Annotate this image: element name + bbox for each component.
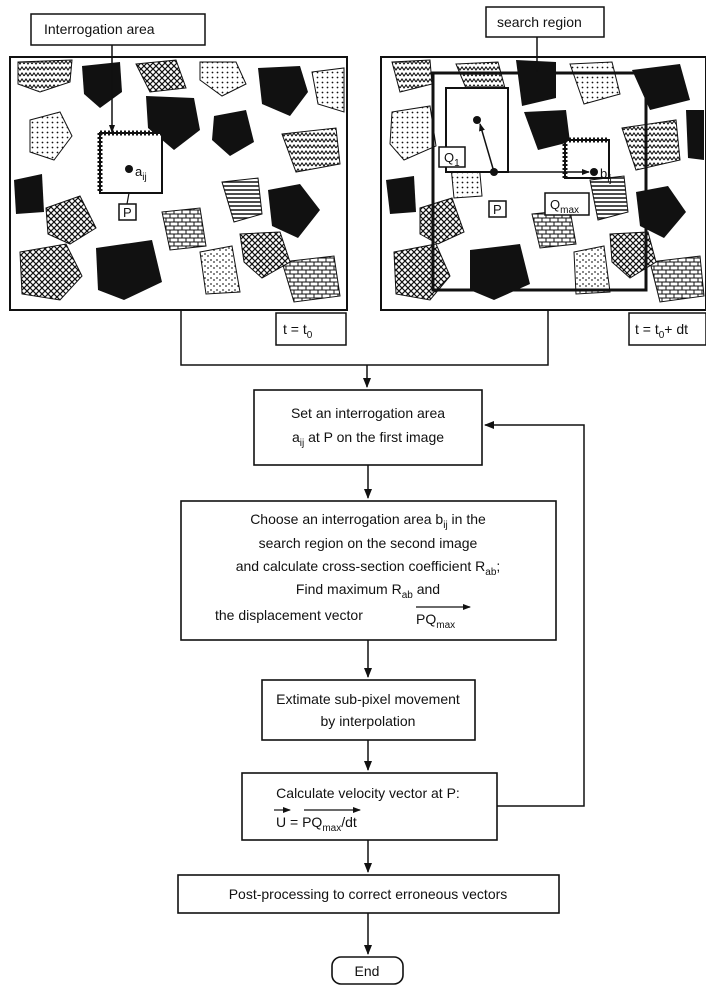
search-region-label: search region (497, 14, 582, 30)
step2-line5: the displacement vector (215, 607, 363, 623)
first-image-panel: aij P (9, 56, 348, 311)
label-p-right: P (493, 202, 502, 217)
interrogation-area-label: Interrogation area (44, 21, 155, 37)
point-qmax (590, 168, 598, 176)
step-velocity-vector: Calculate velocity vector at P: U = PQma… (241, 772, 498, 841)
step5-line1: Post-processing to correct erroneous vec… (229, 886, 508, 902)
interrogation-area-callout: Interrogation area (30, 13, 206, 133)
label-qmax: Qmax (550, 197, 579, 216)
step1-line1: Set an interrogation area (291, 405, 445, 421)
step4-line1: Calculate velocity vector at P: (276, 785, 460, 801)
t0-label: t = t0 (283, 321, 313, 341)
step4-line2: U = PQmax/dt (276, 814, 357, 834)
step-choose-and-correlate: Choose an interrogation area bij in the … (180, 500, 557, 641)
step2-line2: search region on the second image (259, 535, 478, 551)
label-p-left: P (123, 205, 132, 220)
label-b-ij: bij (600, 166, 612, 185)
t1-label: t = t0+ dt (635, 321, 688, 341)
time-label-first: t = t0 (275, 312, 347, 346)
step-post-processing: Post-processing to correct erroneous vec… (177, 874, 560, 914)
step2-line4: Find maximum Rab and (296, 581, 440, 601)
search-region-box (431, 71, 648, 292)
search-region-callout: search region (485, 6, 605, 72)
image-connectors (180, 310, 549, 388)
second-image-panel: Q1 bij Qmax P (380, 56, 706, 311)
label-a-ij: aij (135, 164, 147, 183)
step2-vector-pqmax: PQmax (416, 611, 455, 631)
label-q1: Q1 (444, 150, 460, 169)
point-a (125, 165, 133, 173)
step3-line1: Extimate sub-pixel movement (276, 691, 460, 707)
step-set-interrogation-area: Set an interrogation area aij at P on th… (253, 389, 483, 466)
step2-line1: Choose an interrogation area bij in the (250, 511, 486, 531)
step-subpixel-interpolation: Extimate sub-pixel movement by interpola… (261, 679, 476, 741)
step3-line2: by interpolation (321, 713, 416, 729)
point-q1 (473, 116, 481, 124)
end-terminal: End (331, 956, 404, 985)
first-image-particles (14, 59, 345, 303)
displacement-to-q1 (479, 123, 495, 173)
time-label-second: t = t0+ dt (628, 312, 706, 346)
step1-line2: aij at P on the first image (292, 429, 444, 449)
loop-back-arrow (484, 421, 585, 807)
interrogation-window-a (99, 132, 163, 194)
step2-line3: and calculate cross-section coefficient … (236, 558, 501, 578)
end-label: End (355, 963, 380, 979)
